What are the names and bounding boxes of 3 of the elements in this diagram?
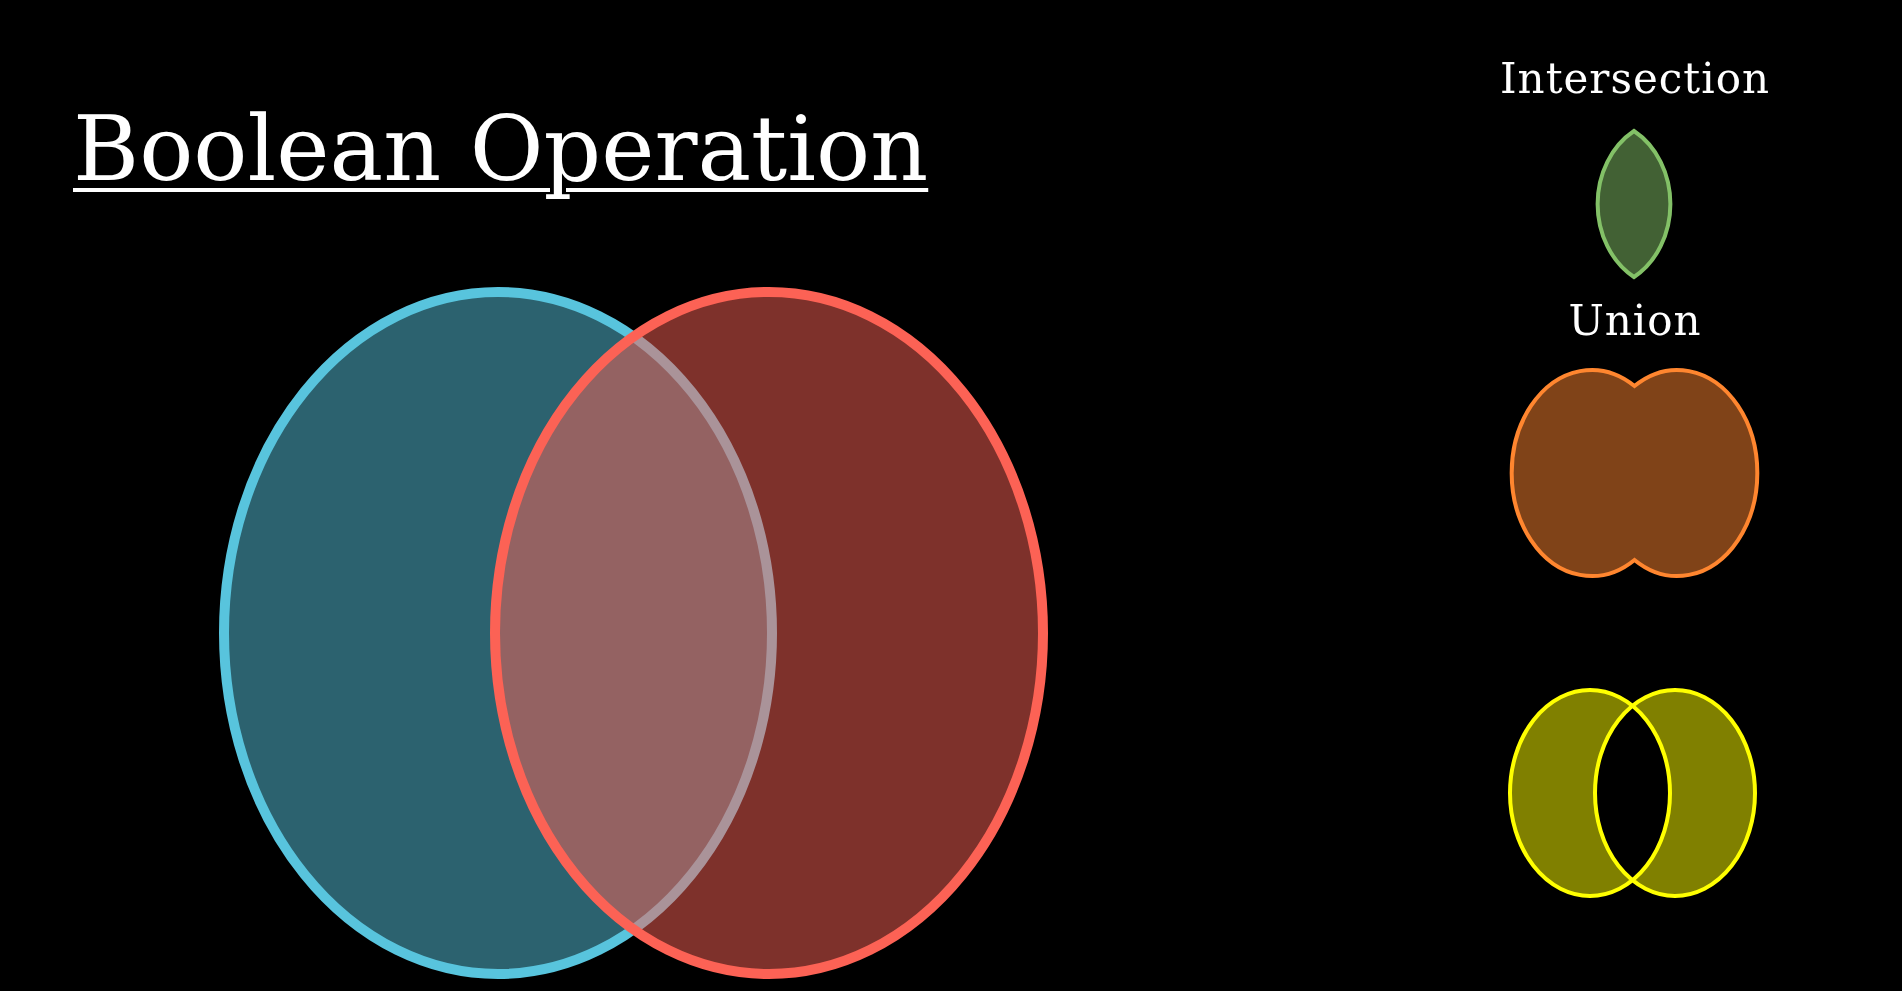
title: Boolean Operation [73, 95, 929, 203]
operation-label: Union [1567, 296, 1703, 347]
operation-label: Intersection [1499, 54, 1771, 105]
